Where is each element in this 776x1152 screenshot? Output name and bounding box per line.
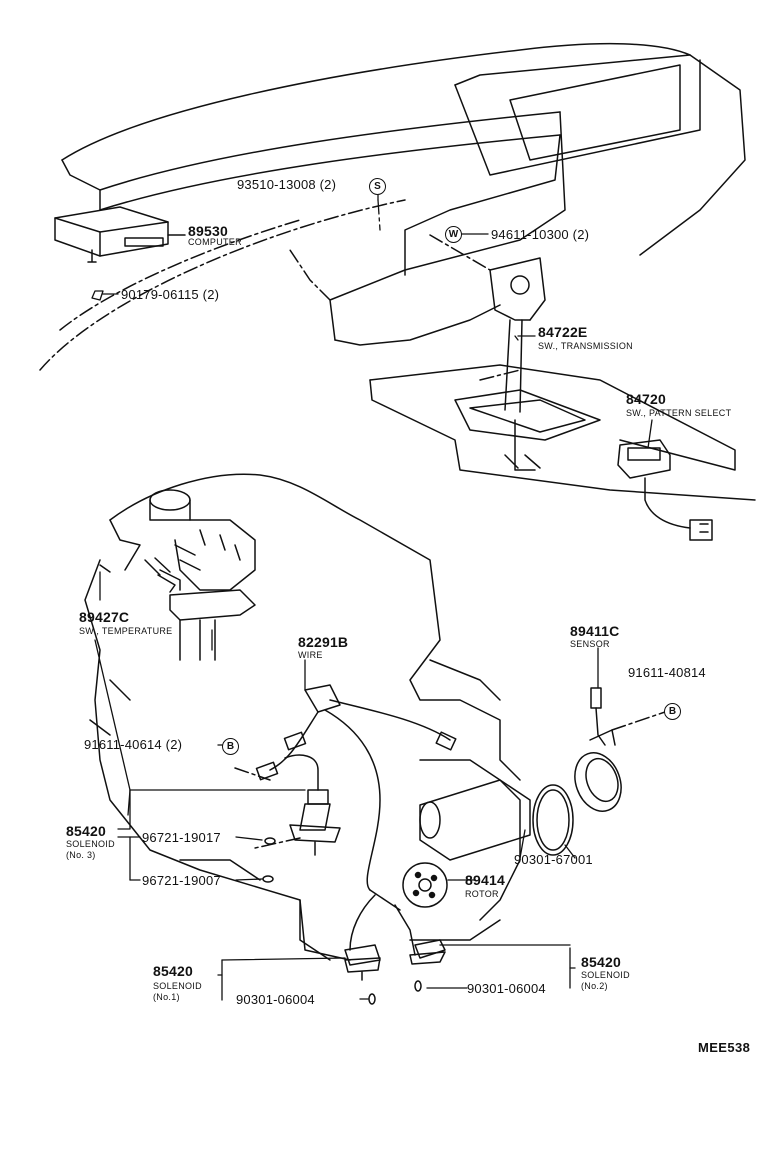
label-85420-no1-name: SOLENOID <box>153 981 202 991</box>
computer-unit <box>54 206 186 263</box>
label-85420-no2-number: 85420 <box>581 954 621 970</box>
label-89530-number: 89530 <box>188 223 228 239</box>
label-85420-no3-sub: (No. 3) <box>66 850 96 860</box>
solenoid-no1 <box>344 944 381 1005</box>
label-90301-06004-no2: 90301-06004 <box>467 981 546 996</box>
label-84720-number: 84720 <box>626 391 666 407</box>
rotor-housing <box>402 779 574 908</box>
label-91611-40814: 91611-40814 <box>628 665 706 680</box>
pattern-select-switch <box>617 439 713 541</box>
label-90301-67001: 90301-67001 <box>514 852 593 867</box>
speed-sensor <box>574 687 666 812</box>
label-90301-06004-no1: 90301-06004 <box>236 992 315 1007</box>
label-94611: 94611-10300 (2) <box>491 227 590 242</box>
marker-b-icon: B <box>222 738 239 755</box>
label-89427c-name: SW., TEMPERATURE <box>79 626 173 636</box>
label-84722e-number: 84722E <box>538 324 588 340</box>
leader-lines <box>91 184 653 1001</box>
marker-s-icon: S <box>369 178 386 195</box>
temperature-switch <box>99 557 176 593</box>
center-console <box>369 234 756 501</box>
label-89427c-number: 89427C <box>79 609 130 625</box>
label-89530-name: COMPUTER <box>188 237 242 247</box>
label-89414-number: 89414 <box>465 872 505 888</box>
label-89414-name: ROTOR <box>465 889 499 899</box>
label-96721-19017: 96721-19017 <box>142 830 221 845</box>
label-85420-no2-sub: (No.2) <box>581 981 608 991</box>
label-93510: 93510-13008 (2) <box>237 177 337 192</box>
solenoid-no3 <box>234 754 341 883</box>
dashboard-outline <box>39 42 746 371</box>
label-85420-no1-number: 85420 <box>153 963 193 979</box>
label-82291b-number: 82291B <box>298 634 349 650</box>
label-85420-no2-name: SOLENOID <box>581 970 630 980</box>
solenoid-no2 <box>409 939 446 992</box>
marker-w-icon: W <box>445 226 462 243</box>
wire-harness <box>255 684 457 956</box>
diagram-code: MEE538 <box>698 1040 751 1055</box>
label-85420-no3-number: 85420 <box>66 823 106 839</box>
label-84722e-name: SW., TRANSMISSION <box>538 341 633 351</box>
label-85420-no1-sub: (No.1) <box>153 992 180 1002</box>
label-91611-40614: 91611-40614 (2) <box>84 737 183 752</box>
distributor-cap <box>149 489 256 621</box>
label-96721-19007: 96721-19007 <box>142 873 221 888</box>
marker-b-icon: B <box>664 703 681 720</box>
label-90179: 90179-06115 (2) <box>121 287 220 302</box>
label-89411c-name: SENSOR <box>570 639 610 649</box>
label-85420-no3-name: SOLENOID <box>66 839 115 849</box>
label-82291b-name: WIRE <box>298 650 323 660</box>
label-84720-name: SW., PATTERN SELECT <box>626 408 732 418</box>
engine-outline <box>84 473 521 961</box>
label-89411c-number: 89411C <box>570 623 620 639</box>
